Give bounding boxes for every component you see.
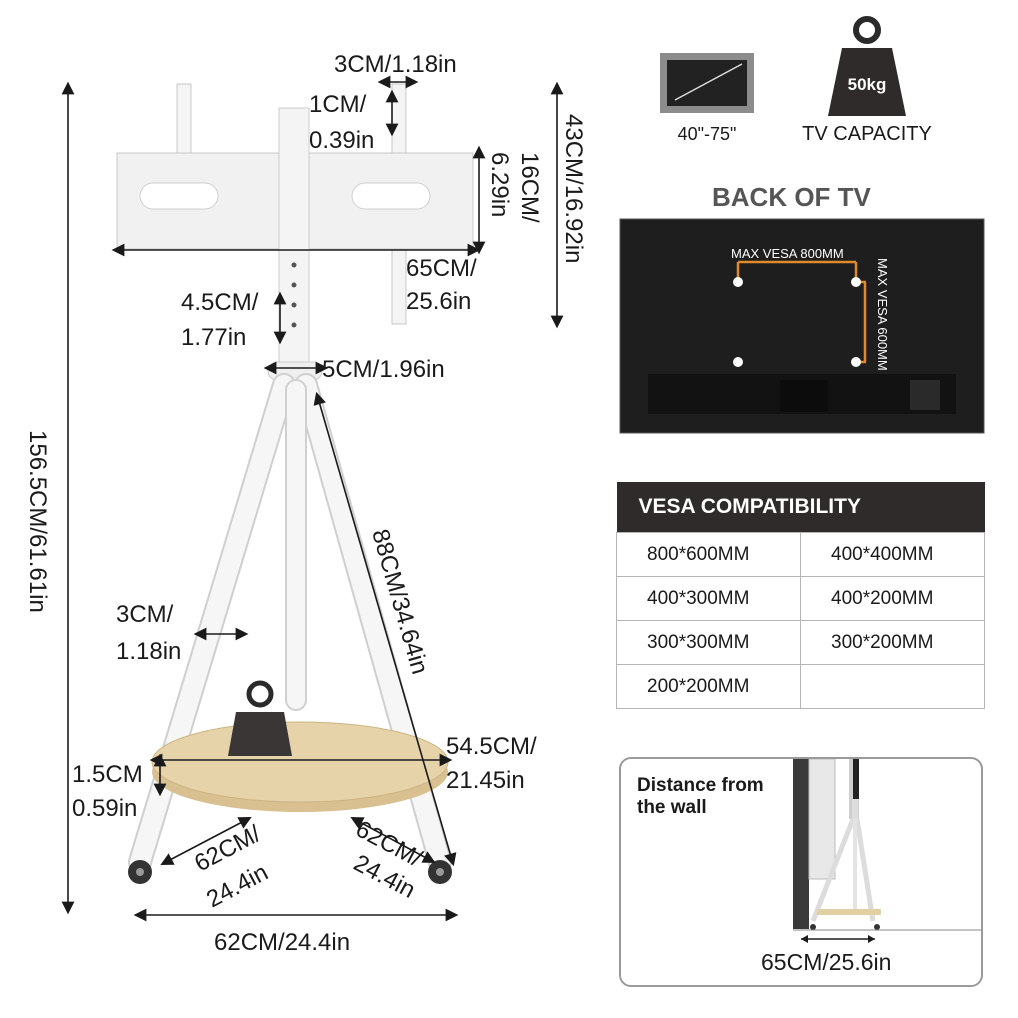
wall-distance-panel: Distance from the wall 65CM/25.6in (619, 757, 983, 987)
table-cell: 400*400MM (800, 532, 985, 577)
dim-shelf-thickness-2: 0.59in (72, 795, 137, 822)
dim-hole-spacing-1: 4.5CM/ (181, 289, 259, 316)
dim-bracket-width-2: 25.6in (406, 288, 471, 315)
dim-shelf-width-1: 54.5CM/ (446, 733, 537, 760)
dim-shelf-width-2: 21.45in (446, 767, 525, 794)
dim-bracket-gap: 3CM/1.18in (334, 51, 457, 78)
table-cell: 400*200MM (800, 576, 985, 621)
dim-mount-height: 43CM/16.92in (560, 114, 587, 263)
vesa-table-header: VESA COMPATIBILITY (616, 482, 985, 533)
table-cell: 300*300MM (616, 620, 801, 665)
wooden-shelf (151, 721, 449, 812)
capacity-weight-value: 50kg (848, 75, 887, 94)
dim-leg-diameter-2: 1.18in (116, 638, 181, 665)
dim-pole-diameter: 5CM/1.96in (322, 356, 445, 383)
capacity-label: TV CAPACITY (802, 123, 932, 145)
dim-bracket-height-1: 6.29in (486, 152, 513, 217)
dim-leg-diameter-1: 3CM/ (116, 601, 174, 628)
table-row: 300*300MM 300*200MM (616, 620, 985, 665)
wall-distance-title: Distance from the wall (637, 775, 764, 818)
vesa-compatibility-table: VESA COMPATIBILITY 800*600MM 400*400MM 4… (616, 482, 985, 709)
table-cell: 200*200MM (616, 664, 801, 709)
capacity-weight-icon (828, 16, 906, 116)
table-row: 800*600MM 400*400MM (616, 532, 985, 577)
table-row: 400*300MM 400*200MM (616, 576, 985, 621)
dim-base-width: 62CM/24.4in (214, 929, 350, 956)
back-of-tv-title: BACK OF TV (712, 182, 871, 212)
screen-size-icon (660, 53, 754, 113)
table-cell: 300*200MM (800, 620, 985, 665)
vesa-horizontal-label: MAX VESA 800MM (731, 246, 844, 261)
dim-slot-small-1: 1CM/ (309, 91, 367, 118)
dimension-lines (61, 75, 564, 922)
vesa-vertical-label: MAX VESA 600MM (875, 258, 890, 371)
table-row: 200*200MM (616, 664, 985, 709)
tv-back-panel (619, 218, 985, 434)
dim-slot-small-2: 0.39in (309, 127, 374, 154)
weight-icon (228, 680, 292, 756)
table-cell: 400*300MM (616, 576, 801, 621)
dim-total-height: 156.5CM/61.61in (24, 430, 51, 613)
wall-distance-dimension: 65CM/25.6in (761, 949, 892, 975)
table-cell: 800*600MM (616, 532, 801, 577)
dim-shelf-thickness-1: 1.5CM (72, 761, 143, 788)
wall-side-view (793, 759, 981, 943)
dim-bracket-height-2: 16CM/ (516, 152, 543, 223)
dim-bracket-width-1: 65CM/ (406, 255, 477, 282)
screen-size-label: 40"-75" (678, 124, 737, 144)
table-cell (800, 664, 985, 709)
dim-hole-spacing-2: 1.77in (181, 324, 246, 351)
